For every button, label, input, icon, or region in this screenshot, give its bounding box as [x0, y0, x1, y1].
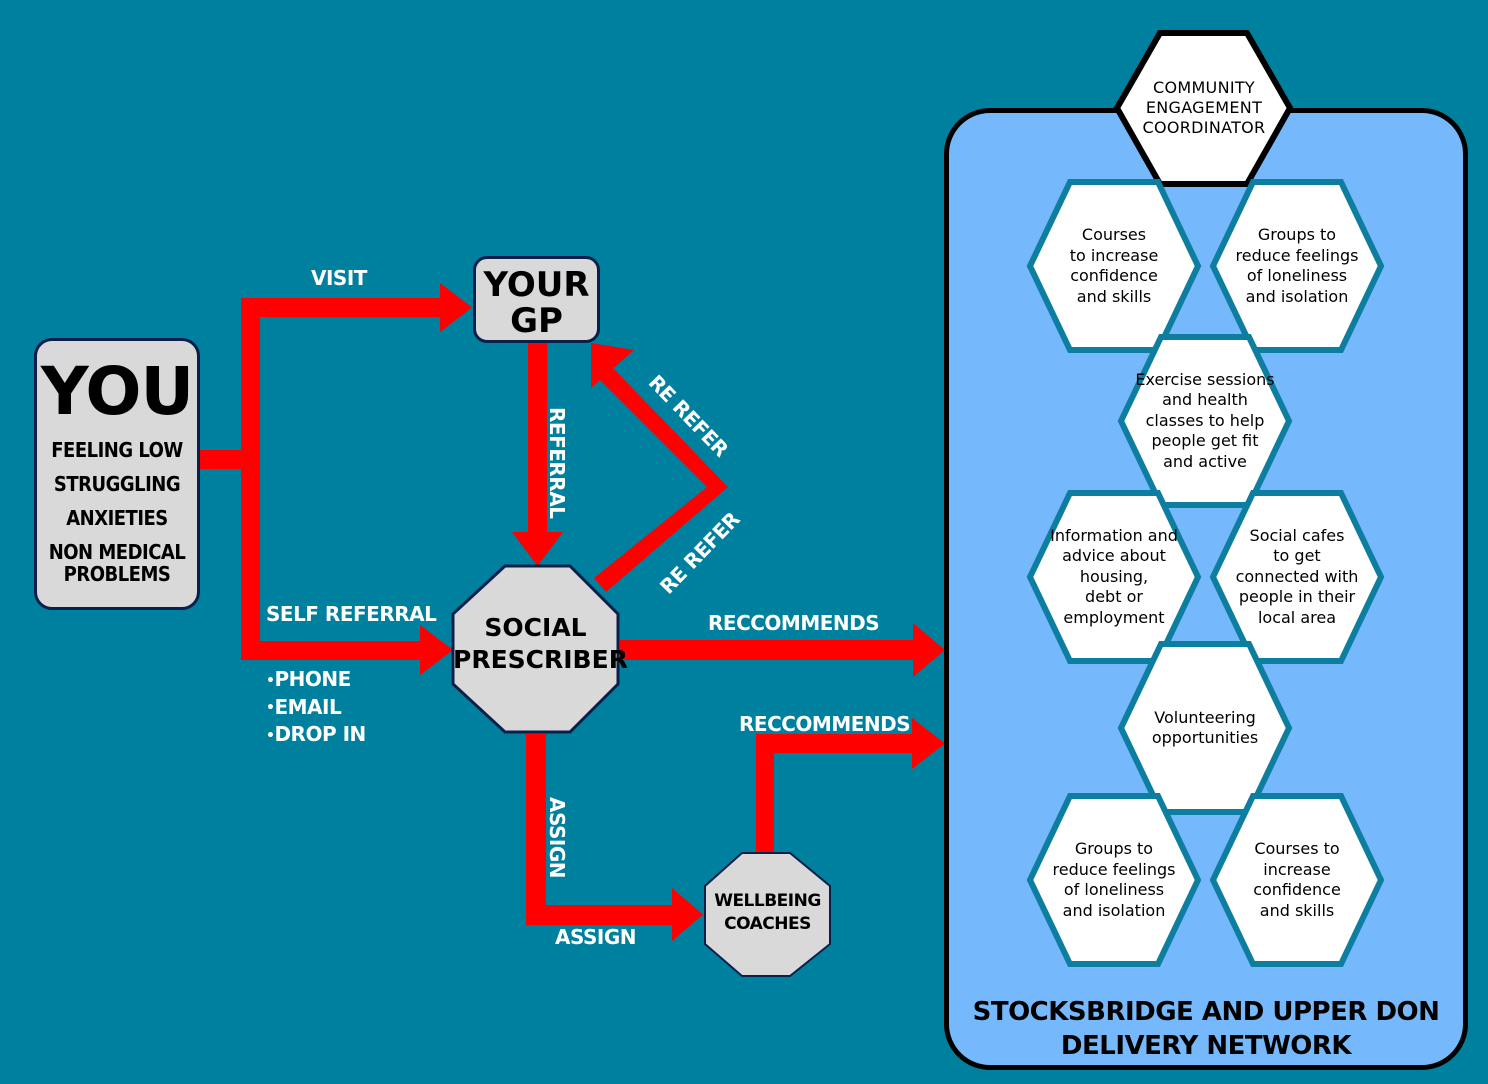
service-label-line: and isolation [1245, 286, 1349, 306]
coordinator-line2: ENGAGEMENT [1145, 98, 1263, 117]
arrow-recommends-1 [620, 623, 945, 677]
wellbeing-line1: WELLBEING [714, 891, 821, 911]
service-label-line: to get [1273, 546, 1321, 566]
your-gp-node: YOUR GP [473, 256, 600, 343]
you-feelings-list: FEELING LOW STRUGGLING ANXIETIES NON MED… [37, 439, 197, 585]
service-label-line: Groups to [1257, 225, 1337, 244]
coordinator-label: COMMUNITY ENGAGEMENT COORDINATOR [1128, 78, 1280, 138]
service-label-line: classes to help [1145, 410, 1265, 430]
service-label-line: debt or [1085, 587, 1143, 607]
network-title: STOCKSBRIDGE AND UPPER DON DELIVERY NETW… [944, 995, 1468, 1063]
service-label-line: and skills [1076, 286, 1152, 306]
arrow-assign [526, 734, 703, 941]
service-label-line: of loneliness [1246, 266, 1348, 285]
you-title: YOU [40, 353, 194, 430]
service-label-line: and skills [1259, 900, 1335, 920]
arrow-re-refer [591, 343, 728, 592]
list-item: ANXIETIES [66, 506, 168, 530]
self-referral-methods: PHONE EMAIL DROP IN [266, 666, 366, 749]
network-title-line2: DELIVERY NETWORK [1060, 1031, 1352, 1061]
service-label-line: to increase [1069, 245, 1159, 265]
service-label-line: and active [1163, 451, 1247, 471]
service-label-line: Volunteering [1154, 707, 1256, 727]
wellbeing-coaches-label: WELLBEING COACHES [705, 890, 830, 936]
service-label-line: reduce feelings [1235, 245, 1359, 265]
service-label-line: advice about [1062, 546, 1166, 566]
network-title-line1: STOCKSBRIDGE AND UPPER DON [972, 997, 1440, 1027]
service-label-line: of loneliness [1063, 880, 1165, 899]
assign-horizontal-label: ASSIGN [555, 925, 636, 949]
recommends-label-2: RECCOMMENDS [739, 712, 911, 736]
service-label-line: Social cafes [1249, 525, 1345, 545]
service-label-line: housing, [1079, 566, 1149, 586]
gp-line2: GP [510, 301, 563, 341]
coordinator-line1: COMMUNITY [1152, 78, 1256, 97]
service-label-line: Groups to [1074, 839, 1154, 858]
gp-line1: YOUR [483, 265, 590, 305]
recommends-label-1: RECCOMMENDS [708, 611, 880, 635]
service-hexagon [1209, 179, 1385, 353]
social-prescriber-octagon [451, 564, 620, 734]
service-label-line: Exercise sessions [1135, 369, 1275, 389]
wellbeing-coaches-octagon [704, 852, 831, 977]
coordinator-line3: COORDINATOR [1142, 118, 1266, 137]
list-item: EMAIL [266, 694, 366, 722]
arrow-recommends-2 [756, 718, 945, 854]
service-label-line: confidence [1070, 266, 1158, 285]
service-label-line: reduce feelings [1052, 859, 1176, 879]
service-label-line: people get fit [1151, 431, 1259, 451]
social-prescriber-label: SOCIAL PRESCRIBER [453, 612, 628, 676]
service-label-line: Courses to [1254, 839, 1340, 858]
service-label-line: Information and [1050, 525, 1178, 545]
list-item: FEELING LOW [51, 438, 183, 462]
service-label-line: employment [1063, 607, 1165, 627]
service-hexagon [1209, 490, 1385, 664]
service-label-line: confidence [1253, 880, 1341, 899]
wellbeing-line2: COACHES [724, 914, 811, 934]
service-label-line: connected with [1235, 566, 1359, 586]
social-prescriber-line1: SOCIAL [484, 613, 587, 642]
social-prescriber-line2: PRESCRIBER [453, 645, 628, 674]
service-label-line: Courses [1081, 225, 1147, 244]
list-item: STRUGGLING [53, 472, 181, 496]
service-label-line: opportunities [1151, 728, 1259, 747]
arrow-self-referral [241, 625, 453, 675]
list-item: NON MEDICAL [48, 540, 186, 564]
service-label-line: and isolation [1062, 900, 1166, 920]
self-referral-label: SELF REFERRAL [266, 602, 437, 626]
list-item: PHONE [266, 666, 366, 694]
arrow-visit [200, 283, 472, 660]
visit-label: VISIT [311, 266, 367, 290]
service-label-line: people in their [1238, 587, 1356, 607]
you-node: YOU FEELING LOW STRUGGLING ANXIETIES NON… [34, 338, 200, 610]
service-hexagon [1026, 793, 1202, 967]
service-label-line: local area [1257, 607, 1337, 627]
list-item: DROP IN [266, 721, 366, 749]
service-label-line: increase [1263, 859, 1331, 879]
arrow-referral [512, 343, 563, 566]
list-item: PROBLEMS [63, 562, 171, 586]
service-label-line: and health [1162, 390, 1248, 410]
service-hexagon [1209, 793, 1385, 967]
